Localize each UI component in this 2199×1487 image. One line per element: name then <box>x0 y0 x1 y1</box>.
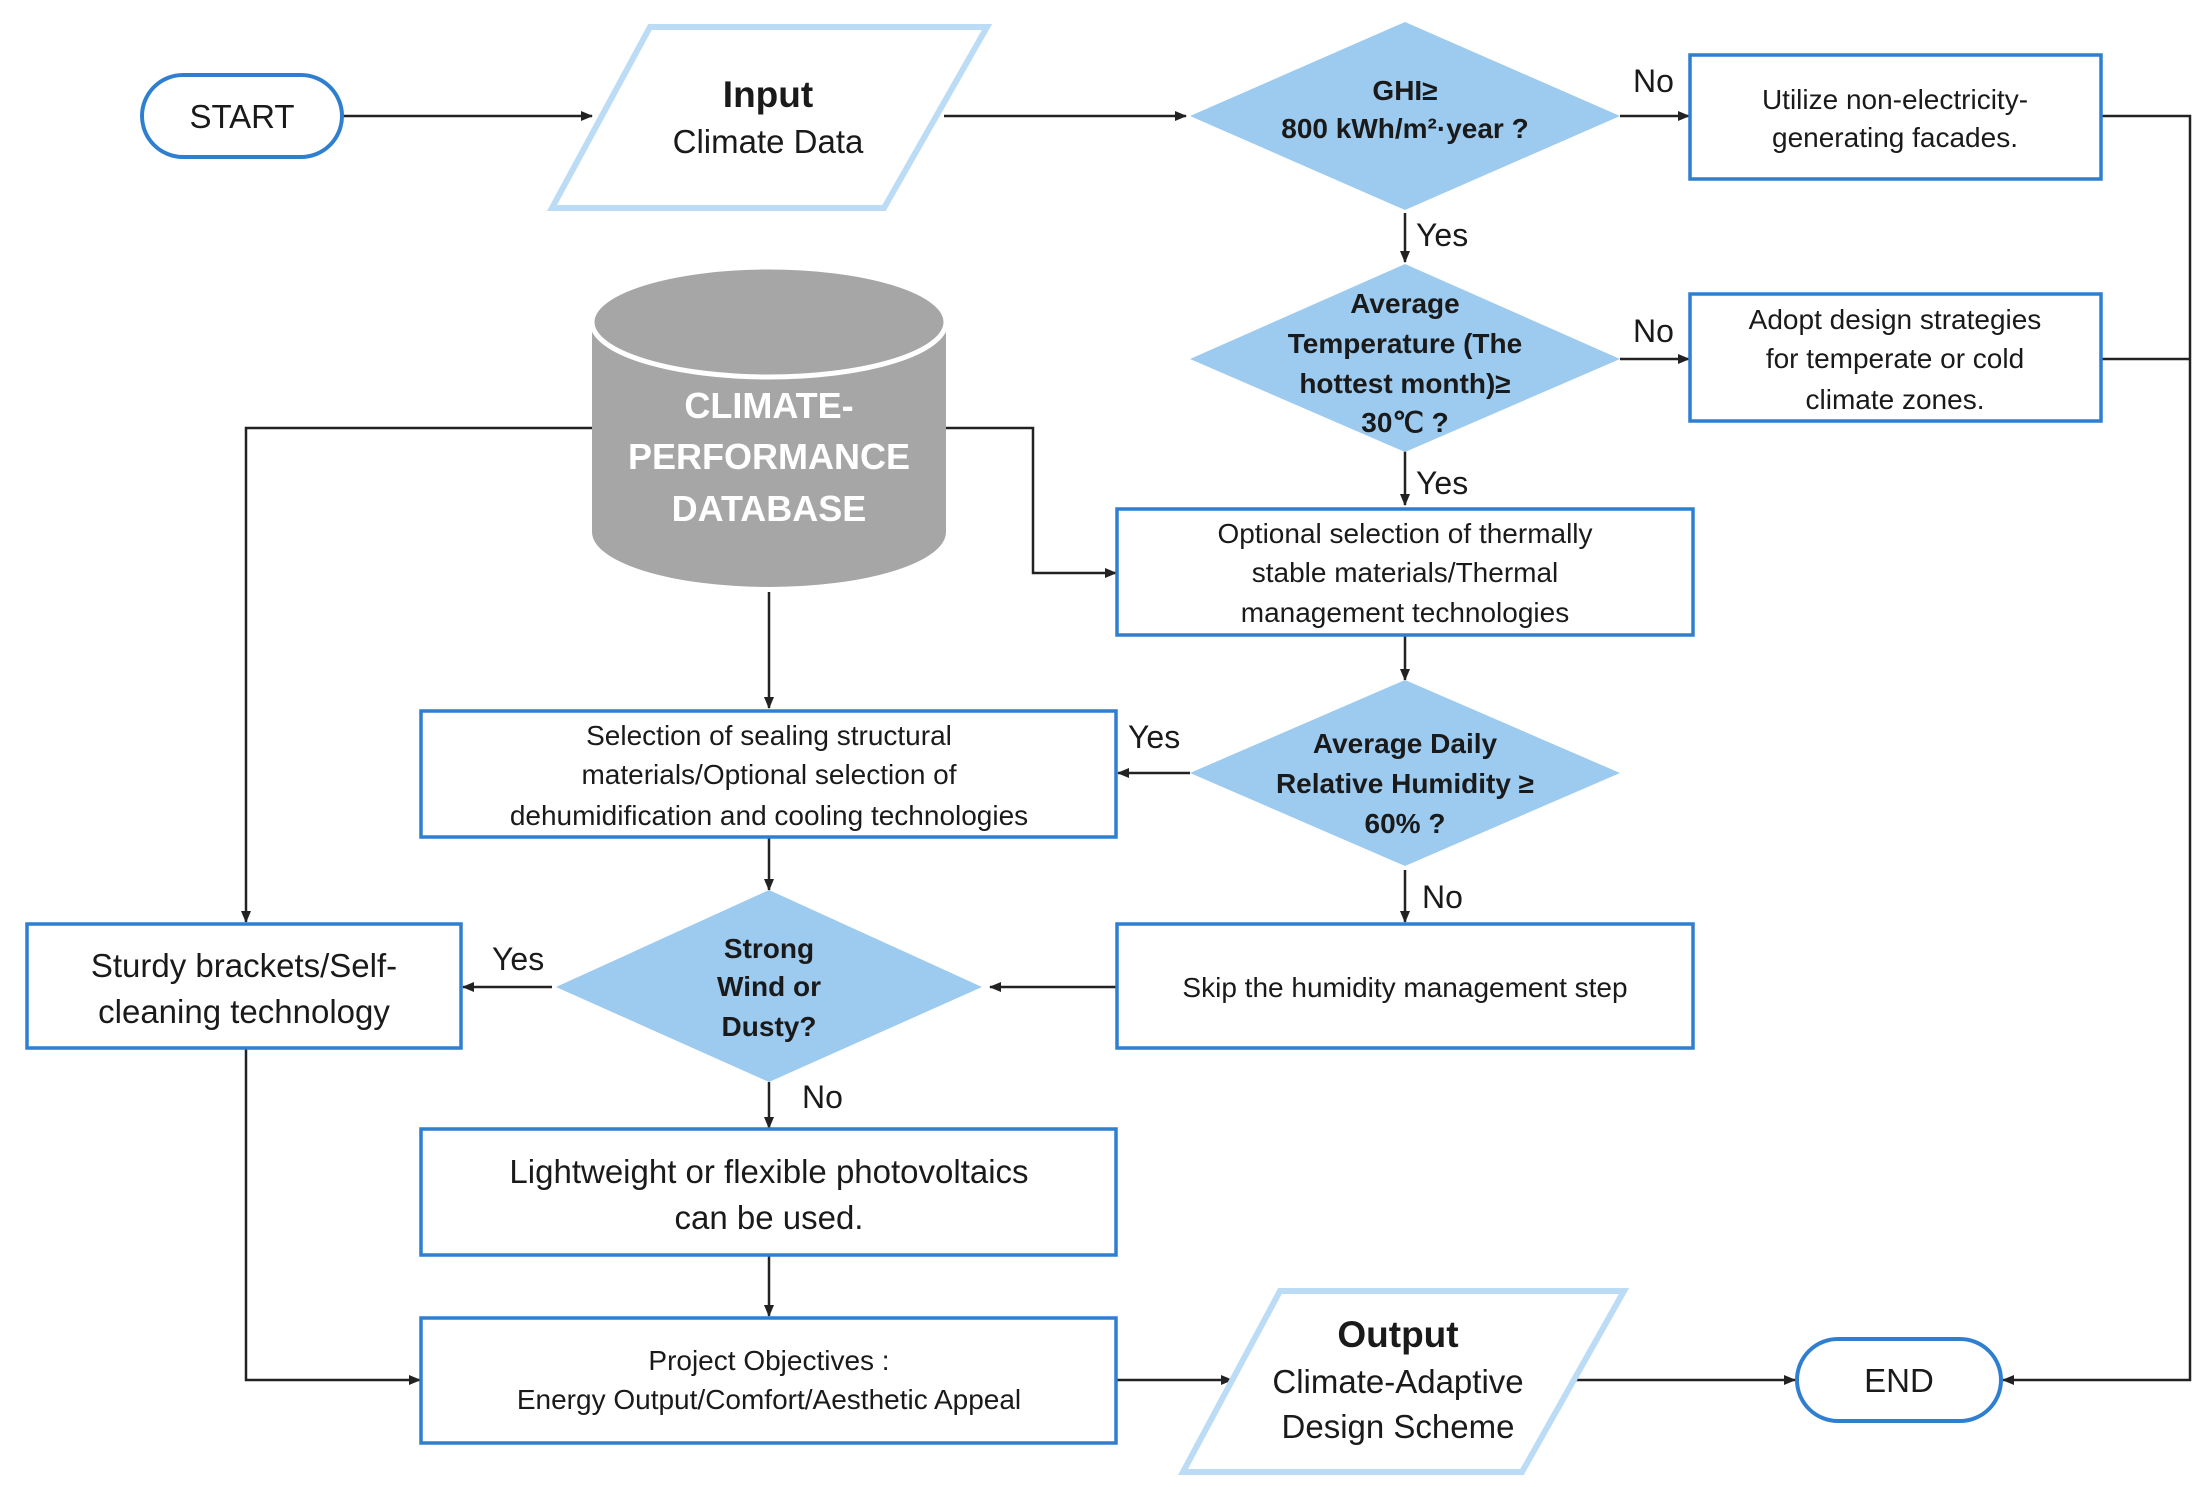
decision-ghi-line-2: 800 kWh/m²·year ? <box>1281 113 1528 144</box>
decision-temperature: Average Temperature (The hottest month)≥… <box>1190 264 1620 452</box>
edge-labels: No Yes No Yes Yes No Yes No <box>492 63 1674 1115</box>
connectors <box>241 111 2192 1385</box>
decision-wind-line-3: Dusty? <box>722 1011 817 1042</box>
output-line-1: Climate-Adaptive <box>1272 1363 1523 1400</box>
input-line-1: Climate Data <box>673 123 864 160</box>
end-label: END <box>1864 1362 1934 1399</box>
decision-wind: Strong Wind or Dusty? <box>556 890 982 1082</box>
decision-humidity-line-1: Average Daily <box>1313 728 1498 759</box>
process-sealing-line-2: materials/Optional selection of <box>581 759 956 790</box>
decision-ghi: GHI≥ 800 kWh/m²·year ? <box>1190 22 1620 210</box>
process-thermal: Optional selection of thermally stable m… <box>1115 507 1695 637</box>
process-non-electric-line-1: Utilize non-electricity- <box>1762 84 2028 115</box>
input-title: Input <box>723 74 813 115</box>
database-line-3: DATABASE <box>672 488 867 529</box>
connector-nonelectric-to-end <box>2002 114 2192 1385</box>
label-temp-no: No <box>1633 313 1674 349</box>
process-skip-humidity: Skip the humidity management step <box>1115 922 1695 1050</box>
output-io: Output Climate-Adaptive Design Scheme <box>1177 1288 1630 1475</box>
database-body <box>592 322 946 587</box>
label-temp-yes: Yes <box>1416 465 1468 501</box>
process-brackets-line-2: cleaning technology <box>98 993 390 1030</box>
decision-temperature-line-4: 30℃ ? <box>1361 407 1448 438</box>
process-temperate: Adopt design strategies for temperate or… <box>1688 292 2103 423</box>
process-objectives-line-2: Energy Output/Comfort/Aesthetic Appeal <box>517 1384 1021 1415</box>
connector-brackets-to-objectives <box>244 1049 421 1385</box>
process-sealing-line-3: dehumidification and cooling technologie… <box>510 800 1028 831</box>
decision-humidity-line-2: Relative Humidity ≥ <box>1276 768 1534 799</box>
process-sealing-line-1: Selection of sealing structural <box>586 720 952 751</box>
decision-wind-line-1: Strong <box>724 933 814 964</box>
process-temperate-line-2: for temperate or cold <box>1766 343 2024 374</box>
decision-ghi-line-1: GHI≥ <box>1372 75 1437 106</box>
decision-humidity-line-3: 60% ? <box>1365 808 1446 839</box>
decision-temperature-line-2: Temperature (The <box>1288 328 1522 359</box>
decision-temperature-line-3: hottest month)≥ <box>1299 368 1510 399</box>
connector-database-to-thermal <box>946 426 1117 578</box>
label-ghi-yes: Yes <box>1416 217 1468 253</box>
output-title: Output <box>1337 1314 1458 1355</box>
process-brackets: Sturdy brackets/Self- cleaning technolog… <box>25 922 463 1050</box>
process-brackets-line-1: Sturdy brackets/Self- <box>91 947 397 984</box>
end-terminal: END <box>1795 1337 2003 1423</box>
process-non-electric-line-2: generating facades. <box>1772 122 2018 153</box>
start-label: START <box>189 98 294 135</box>
process-thermal-line-2: stable materials/Thermal <box>1252 557 1559 588</box>
process-objectives: Project Objectives : Energy Output/Comfo… <box>419 1316 1118 1445</box>
process-non-electric: Utilize non-electricity- generating faca… <box>1688 53 2103 181</box>
input-io: Input Climate Data <box>546 24 993 211</box>
decision-humidity: Average Daily Relative Humidity ≥ 60% ? <box>1190 680 1620 866</box>
database-top <box>589 264 949 380</box>
label-ghi-no: No <box>1633 63 1674 99</box>
start-terminal: START <box>140 73 344 159</box>
process-temperate-line-3: climate zones. <box>1806 384 1985 415</box>
label-wind-no: No <box>802 1079 843 1115</box>
database-line-1: CLIMATE- <box>684 385 853 426</box>
process-sealing: Selection of sealing structural material… <box>419 709 1118 839</box>
output-line-2: Design Scheme <box>1282 1408 1515 1445</box>
decision-wind-line-2: Wind or <box>717 971 821 1002</box>
process-thermal-line-1: Optional selection of thermally <box>1217 518 1592 549</box>
label-humidity-yes: Yes <box>1128 719 1180 755</box>
process-temperate-line-1: Adopt design strategies <box>1749 304 2042 335</box>
decision-temperature-line-1: Average <box>1350 288 1459 319</box>
label-humidity-no: No <box>1422 879 1463 915</box>
process-thermal-line-3: management technologies <box>1241 597 1569 628</box>
process-lightweight: Lightweight or flexible photovoltaics ca… <box>419 1127 1118 1257</box>
process-lightweight-line-1: Lightweight or flexible photovoltaics <box>509 1153 1028 1190</box>
label-wind-yes: Yes <box>492 941 544 977</box>
process-objectives-line-1: Project Objectives : <box>648 1345 889 1376</box>
connector-database-to-brackets <box>241 426 592 923</box>
database-line-2: PERFORMANCE <box>628 436 910 477</box>
process-skip-humidity-line-1: Skip the humidity management step <box>1182 972 1627 1003</box>
process-lightweight-line-2: can be used. <box>675 1199 864 1236</box>
climate-performance-database: CLIMATE- PERFORMANCE DATABASE <box>589 264 949 587</box>
